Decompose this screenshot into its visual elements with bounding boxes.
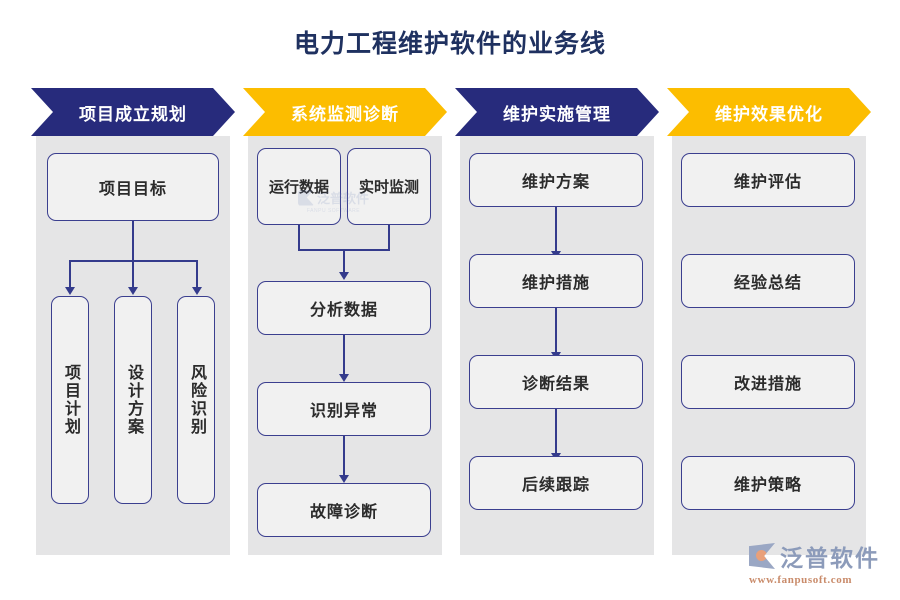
node-operation-data[interactable]: 运行数据 — [257, 148, 341, 225]
page-title: 电力工程维护软件的业务线 — [293, 30, 606, 58]
connector-trunk-1 — [132, 221, 134, 261]
connector-3-c — [555, 409, 557, 455]
brand-url: www.fanpusoft.com — [749, 574, 853, 586]
stage-banner-3[interactable]: 维护实施管理 — [455, 88, 659, 136]
stage-banner-4[interactable]: 维护效果优化 — [667, 88, 871, 136]
node-design-scheme[interactable]: 设计方案 — [114, 296, 152, 504]
node-risk-identification[interactable]: 风险识别 — [177, 296, 215, 504]
brand-logo: 泛普软件 www.fanpusoft.com — [749, 539, 880, 586]
connector-merge-left — [298, 225, 300, 250]
arrowhead-branch-left — [65, 287, 75, 295]
stage-banner-1[interactable]: 项目成立规划 — [31, 88, 235, 136]
node-maintenance-evaluation[interactable]: 维护评估 — [681, 153, 855, 207]
arrowhead-merge — [339, 272, 349, 280]
node-fault-diagnosis[interactable]: 故障诊断 — [257, 483, 431, 537]
connector-branch-mid — [132, 260, 134, 289]
node-project-goal[interactable]: 项目目标 — [47, 153, 219, 221]
stage-column-3: 维护实施管理 维护方案 维护措施 诊断结果 后续跟踪 — [455, 88, 659, 555]
stage-column-1: 项目成立规划 项目目标 项目计划 设计方案 风险识别 — [31, 88, 235, 555]
node-follow-up[interactable]: 后续跟踪 — [469, 456, 643, 510]
stage-column-2: 系统监测诊断 运行数据 实时监测 泛普软件 FANPU SOFTWARE 分析数… — [243, 88, 447, 555]
arrowhead-branch-mid — [128, 287, 138, 295]
node-identify-anomaly[interactable]: 识别异常 — [257, 382, 431, 436]
connector-2-c — [343, 436, 345, 477]
connector-3-b — [555, 308, 557, 354]
node-maintenance-measures[interactable]: 维护措施 — [469, 254, 643, 308]
node-maintenance-strategy[interactable]: 维护策略 — [681, 456, 855, 510]
node-project-plan[interactable]: 项目计划 — [51, 296, 89, 504]
arrowhead-branch-right — [192, 287, 202, 295]
connector-merge-right — [388, 225, 390, 250]
connector-branch-left — [69, 260, 71, 289]
connector-3-a — [555, 207, 557, 253]
connector-branch-right — [196, 260, 198, 289]
node-maintenance-plan[interactable]: 维护方案 — [469, 153, 643, 207]
arrowhead-2-b — [339, 374, 349, 382]
arrowhead-2-c — [339, 475, 349, 483]
stage-banner-2[interactable]: 系统监测诊断 — [243, 88, 447, 136]
brand-row: 泛普软件 — [749, 539, 880, 573]
connector-merge-stem — [343, 249, 345, 274]
node-experience-summary[interactable]: 经验总结 — [681, 254, 855, 308]
stage-column-4: 维护效果优化 维护评估 经验总结 改进措施 维护策略 — [667, 88, 871, 555]
node-improvement-measures[interactable]: 改进措施 — [681, 355, 855, 409]
node-diagnosis-result[interactable]: 诊断结果 — [469, 355, 643, 409]
node-analyze-data[interactable]: 分析数据 — [257, 281, 431, 335]
connector-2-b — [343, 335, 345, 376]
node-realtime-monitoring[interactable]: 实时监测 — [347, 148, 431, 225]
brand-name: 泛普软件 — [780, 545, 880, 571]
fanpu-logo-icon — [749, 543, 775, 569]
